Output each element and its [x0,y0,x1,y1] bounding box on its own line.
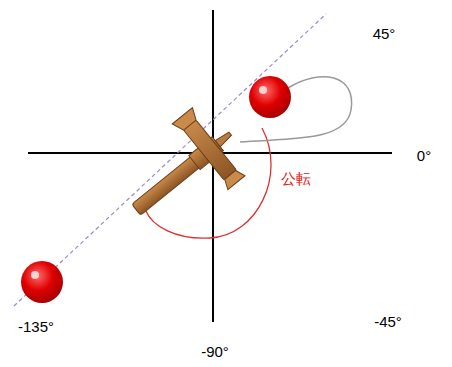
ball-upper [249,76,291,118]
rotation-axis-dashed [14,14,326,306]
string [240,77,352,142]
ball-highlight [259,86,267,94]
revolution-label: 公転 [281,171,311,188]
angle-label: 0° [417,148,431,165]
angle-label: -90° [201,344,229,361]
angle-label: 45° [373,26,396,43]
ball-lower [21,261,63,303]
angle-label: -135° [18,319,54,336]
kendama [108,99,256,242]
ball-highlight [31,271,39,279]
angle-label: -45° [374,314,402,331]
